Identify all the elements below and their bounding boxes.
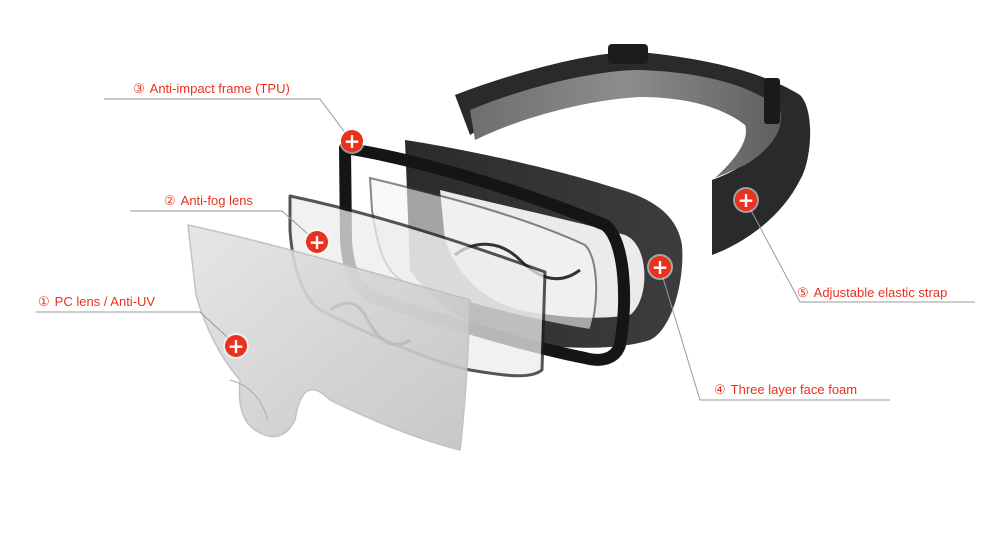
strap-shape [455, 44, 811, 255]
hotspot-face-foam-icon[interactable]: + [649, 256, 671, 278]
hotspot-pc-lens-icon[interactable]: + [225, 335, 247, 357]
label-text: Three layer face foam [730, 382, 858, 397]
label-anti-fog-lens: ② Anti-fog lens [164, 193, 253, 209]
label-number: ④ [714, 382, 726, 397]
label-text: Anti-impact frame (TPU) [149, 81, 290, 96]
leader-lines [36, 98, 975, 401]
label-elastic-strap: ⑤ Adjustable elastic strap [797, 285, 947, 301]
hotspot-frame-icon[interactable]: + [341, 130, 363, 152]
hotspot-anti-fog-lens-icon[interactable]: + [306, 231, 328, 253]
label-number: ① [38, 294, 50, 309]
label-face-foam: ④ Three layer face foam [714, 382, 857, 398]
leader-line-5 [745, 200, 975, 303]
leader-line-3 [104, 98, 353, 143]
hotspot-strap-icon[interactable]: + [735, 189, 757, 211]
label-anti-impact-frame: ③ Anti-impact frame (TPU) [133, 81, 290, 97]
label-text: Adjustable elastic strap [813, 285, 948, 300]
label-text: Anti-fog lens [180, 193, 253, 208]
label-text: PC lens / Anti-UV [54, 294, 156, 309]
label-number: ⑤ [797, 285, 809, 300]
leader-line-1 [36, 311, 239, 348]
leader-line-4 [659, 267, 890, 401]
pc-lens-shape [187, 224, 471, 451]
label-number: ③ [133, 81, 145, 96]
label-pc-lens: ① PC lens / Anti-UV [38, 294, 155, 310]
leader-line-2 [130, 210, 319, 244]
label-number: ② [164, 193, 176, 208]
